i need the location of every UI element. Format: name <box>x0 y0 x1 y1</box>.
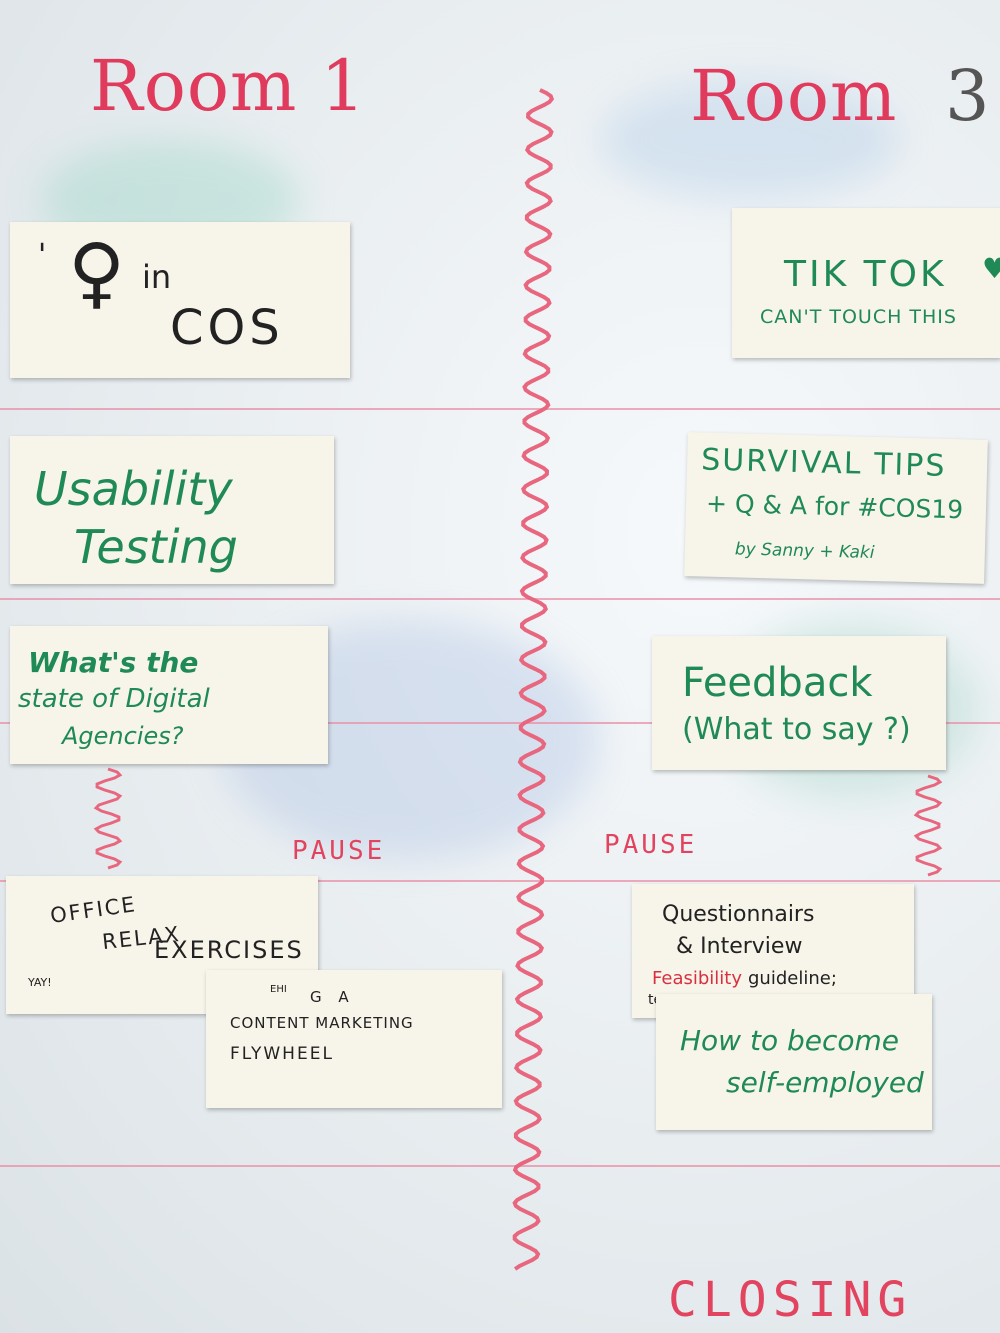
apostrophe-mark: ' <box>38 238 47 273</box>
pause-label-left: PAUSE <box>292 836 386 866</box>
card-text: How to become <box>680 1024 900 1057</box>
ruled-line <box>0 1165 1000 1167</box>
red-squiggle <box>913 774 943 877</box>
card-text: EHI <box>270 984 287 995</box>
heart-icon: ♥ <box>982 252 1000 285</box>
card-content-marketing[interactable]: EHI G A CONTENT MARKETING FLYWHEEL <box>206 970 502 1108</box>
card-text: Feasibility <box>652 968 742 989</box>
card-text: in <box>142 258 172 296</box>
card-usability-testing[interactable]: Usability Testing <box>10 436 334 584</box>
card-text: (What to say ?) <box>682 712 911 747</box>
card-text: What's the <box>28 646 199 679</box>
ruled-line <box>0 880 1000 882</box>
card-text: SURVIVAL TIPS <box>700 442 947 484</box>
card-survival-tips[interactable]: SURVIVAL TIPS + Q & A for #COS19 by Sann… <box>684 432 988 584</box>
room-3-number: 3 <box>945 55 991 137</box>
card-text: Questionnairs <box>662 902 815 927</box>
card-note: YAY! <box>28 976 52 989</box>
card-digital-agencies[interactable]: What's the state of Digital Agencies? <box>10 626 328 764</box>
card-text: + Q & A for #COS19 <box>705 488 964 525</box>
card-text: EXERCISES <box>154 936 304 964</box>
card-text: Agencies? <box>62 722 184 750</box>
card-text: Feedback <box>682 660 873 706</box>
room-3-heading: Room <box>690 55 898 137</box>
ruled-line <box>0 722 1000 724</box>
card-text: state of Digital <box>18 684 210 714</box>
card-text: FLYWHEEL <box>230 1044 334 1064</box>
card-women-in-cos[interactable]: ' ♀ in COS <box>10 222 350 378</box>
card-text: by Sanny + Kaki <box>734 539 875 564</box>
card-self-employed[interactable]: How to become self-employed <box>656 994 932 1130</box>
card-text: CAN'T TOUCH THIS <box>760 306 957 328</box>
card-text: G A <box>310 988 355 1006</box>
closing-label: CLOSING <box>668 1272 913 1328</box>
card-text: Usability <box>34 462 233 516</box>
card-text: COS <box>170 300 284 356</box>
room-1-heading: Room 1 <box>90 45 367 127</box>
card-text: CONTENT MARKETING <box>230 1014 414 1032</box>
card-feedback[interactable]: Feedback (What to say ?) <box>652 636 946 770</box>
card-text: TIK TOK <box>784 254 947 295</box>
female-symbol-icon: ♀ <box>68 228 126 318</box>
red-squiggle <box>93 767 123 870</box>
ink-smudge <box>600 80 900 200</box>
ruled-line <box>0 408 1000 410</box>
card-text: OFFICE <box>48 892 139 928</box>
pause-label-right: PAUSE <box>604 830 698 860</box>
card-tiktok[interactable]: TIK TOK ♥ CAN'T TOUCH THIS <box>732 208 1000 358</box>
ruled-line <box>0 598 1000 600</box>
card-text: self-employed <box>726 1066 924 1099</box>
card-text: guideline; <box>748 968 837 989</box>
card-text: Testing <box>74 520 238 574</box>
card-text: & Interview <box>676 934 803 959</box>
